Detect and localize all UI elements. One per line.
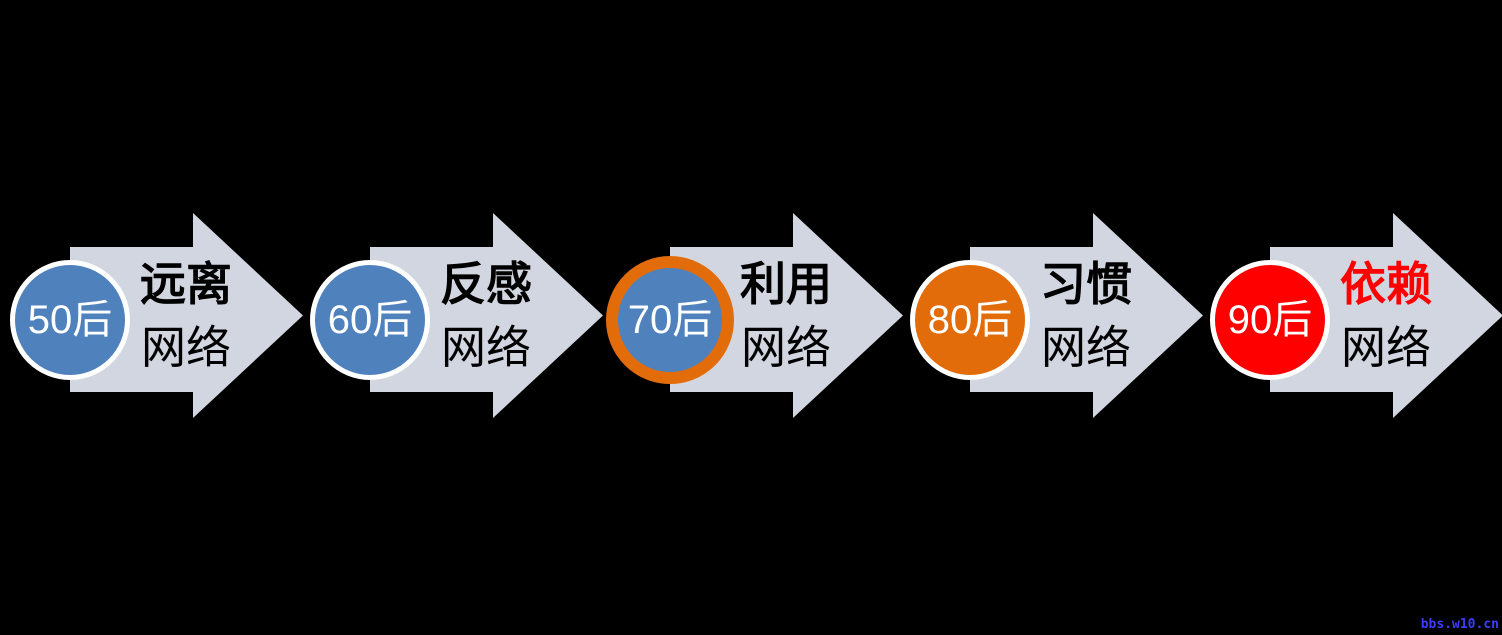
generation-circle: 60后 [310, 260, 430, 380]
right-arrow-icon [670, 213, 903, 418]
stage-text: 习惯 网络 [1025, 253, 1147, 379]
generation-label: 90后 [1227, 298, 1313, 342]
object-label: 网络 [1040, 322, 1131, 373]
right-arrow-shape [970, 213, 1203, 418]
generation-label: 80后 [927, 298, 1013, 342]
right-arrow-icon [370, 213, 603, 418]
watermark: bbs.w10.cn [1420, 617, 1499, 632]
attitude-label: 利用 [740, 258, 832, 310]
stage-80hou: 80后 习惯 网络 [900, 0, 1203, 635]
right-arrow-icon [970, 213, 1203, 418]
right-arrow-shape [1270, 213, 1502, 418]
generation-circle: 50后 [10, 260, 130, 380]
generation-label: 70后 [627, 298, 713, 342]
right-arrow-shape [70, 213, 303, 418]
right-arrow-shape [370, 213, 603, 418]
object-label: 网络 [1340, 322, 1431, 373]
attitude-label: 习惯 [1040, 258, 1132, 310]
stage-90hou: 90后 依赖 网络 [1200, 0, 1502, 635]
stage-text: 利用 网络 [725, 253, 847, 379]
stage-text: 依赖 网络 [1325, 253, 1447, 379]
object-label: 网络 [740, 322, 831, 373]
generation-label: 50后 [27, 298, 113, 342]
stage-60hou: 60后 反感 网络 [300, 0, 603, 635]
object-label: 网络 [440, 322, 531, 373]
object-label: 网络 [140, 322, 231, 373]
generation-circle: 90后 [1210, 260, 1330, 380]
right-arrow-icon [1270, 213, 1502, 418]
attitude-label: 反感 [440, 258, 532, 310]
generation-circle: 80后 [910, 260, 1030, 380]
stage-50hou: 50后 远离 网络 [0, 0, 303, 635]
attitude-label: 远离 [140, 258, 232, 310]
stage-70hou: 70后 利用 网络 [600, 0, 903, 635]
right-arrow-shape [670, 213, 903, 418]
stage-text: 远离 网络 [125, 253, 247, 379]
stage-text: 反感 网络 [425, 253, 547, 379]
generation-circle: 70后 [606, 256, 734, 384]
right-arrow-icon [70, 213, 303, 418]
attitude-label: 依赖 [1340, 258, 1432, 310]
generation-label: 60后 [327, 298, 413, 342]
